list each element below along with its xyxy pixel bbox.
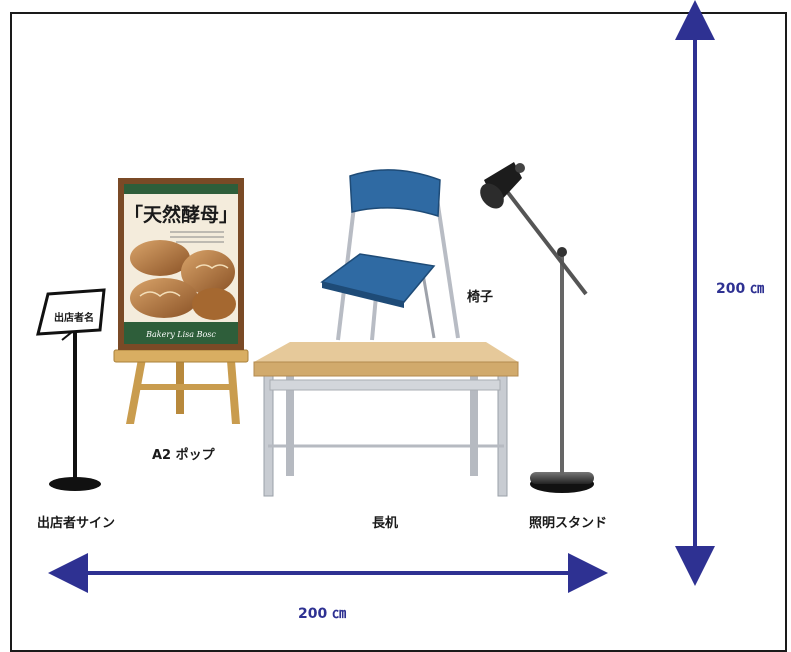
easel [113, 348, 249, 424]
booth-illustration: Bakery Lisa Bosc 「天然酵母」 [36, 0, 715, 593]
height-dimension-label: 200 ㎝ [716, 281, 765, 297]
a2-poster: Bakery Lisa Bosc 「天然酵母」 [118, 178, 244, 350]
long-table [253, 342, 519, 497]
label-floor-lamp: 照明スタンド [529, 516, 608, 531]
label-long-table: 長机 [372, 516, 399, 531]
label-a2-pop: A2 ポップ [152, 448, 215, 463]
exhibitor-sign-stand [36, 288, 106, 491]
label-chair: 椅子 [467, 290, 494, 305]
width-dimension-label: 200 ㎝ [298, 606, 347, 622]
poster-title: 「天然酵母」 [124, 203, 238, 226]
floor-lamp [480, 162, 594, 493]
bread-image [130, 240, 236, 320]
sign-board-text: 出店者名 [54, 313, 94, 324]
folding-chair [320, 169, 460, 341]
sign-board [36, 288, 106, 336]
poster-text-lines [170, 231, 224, 243]
poster-brand: Bakery Lisa Bosc [145, 330, 216, 339]
label-exhibitor-sign: 出店者サイン [37, 516, 116, 531]
